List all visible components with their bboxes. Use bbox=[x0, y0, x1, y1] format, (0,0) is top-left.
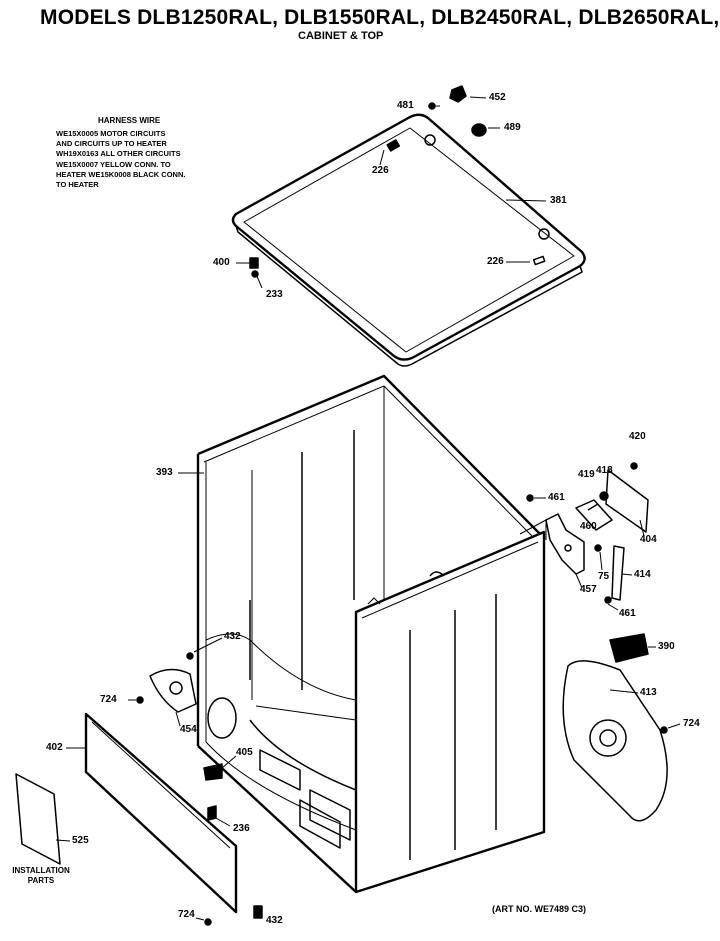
part-489-bumper bbox=[471, 123, 487, 137]
part-461-screw-a bbox=[526, 494, 534, 502]
label-420: 420 bbox=[629, 431, 646, 442]
label-236: 236 bbox=[233, 823, 250, 834]
bracket-454 bbox=[149, 668, 197, 713]
label-460: 460 bbox=[580, 521, 597, 532]
part-420-screw bbox=[630, 462, 638, 470]
installation-bag-525 bbox=[15, 773, 61, 865]
label-381: 381 bbox=[550, 195, 567, 206]
installation-label-line: INSTALLATION bbox=[12, 866, 70, 875]
part-432-clip-b bbox=[253, 905, 263, 919]
label-390: 390 bbox=[658, 641, 675, 652]
diagram-title: MODELS DLB1250RAL, DLB1550RAL, DLB2450RA… bbox=[40, 6, 720, 29]
back-panel-413 bbox=[562, 660, 668, 822]
label-457: 457 bbox=[580, 584, 597, 595]
strap-414 bbox=[611, 545, 625, 601]
cover-404 bbox=[605, 469, 649, 533]
label-525: 525 bbox=[72, 835, 89, 846]
label-418: 418 bbox=[596, 465, 613, 476]
part-419 bbox=[587, 503, 599, 511]
harness-note-heading: HARNESS WIRE bbox=[98, 116, 161, 125]
part-724-screw-b bbox=[660, 726, 668, 734]
label-724-right: 724 bbox=[683, 718, 700, 729]
part-452-clip bbox=[449, 85, 467, 103]
bracket-457 bbox=[545, 513, 585, 575]
cabinet-393 bbox=[196, 374, 547, 894]
toe-kick-402 bbox=[84, 712, 238, 914]
part-432-clip-a bbox=[186, 652, 194, 660]
label-393: 393 bbox=[156, 467, 173, 478]
label-400: 400 bbox=[213, 257, 230, 268]
label-724-left: 724 bbox=[100, 694, 117, 705]
label-419: 419 bbox=[578, 469, 595, 480]
harness-note-line: WH19X0163 ALL OTHER CIRCUITS bbox=[56, 149, 181, 159]
installation-label-line: PARTS bbox=[27, 876, 55, 885]
part-405 bbox=[203, 763, 223, 781]
part-461-screw-b bbox=[604, 596, 612, 604]
diagram-subtitle: CABINET & TOP bbox=[298, 30, 384, 42]
label-461-upper: 461 bbox=[548, 492, 565, 503]
harness-note-line: TO HEATER bbox=[56, 180, 99, 190]
part-724-screw-c bbox=[204, 918, 212, 926]
label-75: 75 bbox=[598, 571, 610, 582]
label-481: 481 bbox=[397, 100, 414, 111]
label-413: 413 bbox=[640, 687, 657, 698]
part-400-screw bbox=[249, 257, 259, 269]
label-402: 402 bbox=[46, 742, 63, 753]
label-233: 233 bbox=[266, 289, 283, 300]
part-481-screw bbox=[428, 102, 436, 110]
harness-note: WE15X0005 MOTOR CIRCUITS AND CIRCUITS UP… bbox=[56, 129, 185, 190]
label-432-bottom: 432 bbox=[266, 915, 283, 926]
label-724-bottom: 724 bbox=[178, 909, 195, 920]
harness-note-line: WE15X0005 MOTOR CIRCUITS bbox=[56, 129, 166, 138]
harness-note-line: AND CIRCUITS UP TO HEATER bbox=[56, 139, 167, 149]
label-414: 414 bbox=[634, 569, 651, 580]
harness-note-line: HEATER WE15K0008 BLACK CONN. bbox=[56, 169, 186, 179]
label-489: 489 bbox=[504, 122, 521, 133]
part-390 bbox=[609, 633, 649, 663]
top-panel-381 bbox=[231, 113, 586, 367]
part-233-nut bbox=[251, 270, 259, 278]
label-405: 405 bbox=[236, 747, 253, 758]
harness-note-line: WE15X0007 YELLOW CONN. TO bbox=[56, 159, 171, 169]
label-226-upper: 226 bbox=[372, 165, 389, 176]
art-number: (ART NO. WE7489 C3) bbox=[492, 904, 587, 914]
installation-parts-label: INSTALLATION PARTS bbox=[4, 866, 78, 886]
label-452: 452 bbox=[489, 92, 506, 103]
label-404: 404 bbox=[640, 534, 657, 545]
part-75-screw bbox=[594, 544, 602, 552]
label-454: 454 bbox=[180, 724, 197, 735]
terminal-block-460 bbox=[575, 499, 613, 531]
label-461-lower: 461 bbox=[619, 608, 636, 619]
label-432-upper: 432 bbox=[224, 631, 241, 642]
part-724-screw-a bbox=[136, 696, 144, 704]
label-226-lower: 226 bbox=[487, 256, 504, 267]
part-236 bbox=[207, 805, 217, 821]
